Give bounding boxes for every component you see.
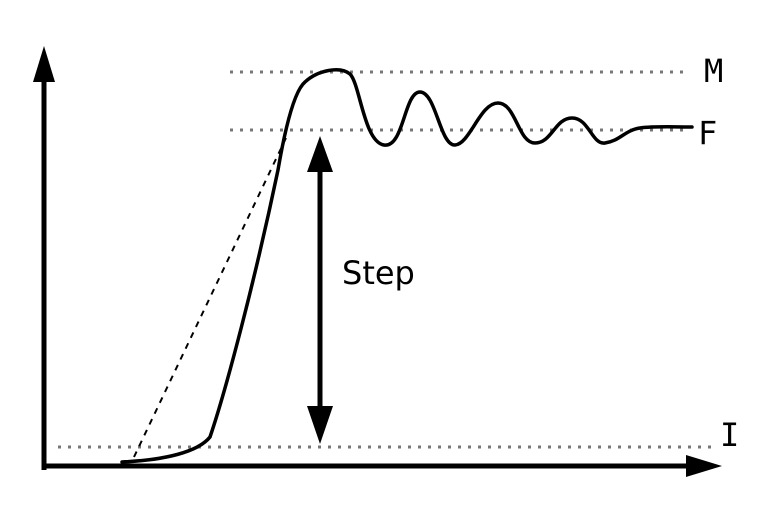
initial-level-label: I [720,416,739,454]
y-axis-arrowhead-icon [33,46,55,82]
x-axis-arrowhead-icon [686,455,722,477]
step-label: Step [342,254,415,292]
step-arrow-top-icon [307,136,333,172]
max-level-label: M [704,52,723,90]
response-curve [120,68,694,464]
final-level-label: F [698,114,717,152]
rise-slope-line [133,137,287,458]
step-arrow-bottom-icon [307,406,333,444]
